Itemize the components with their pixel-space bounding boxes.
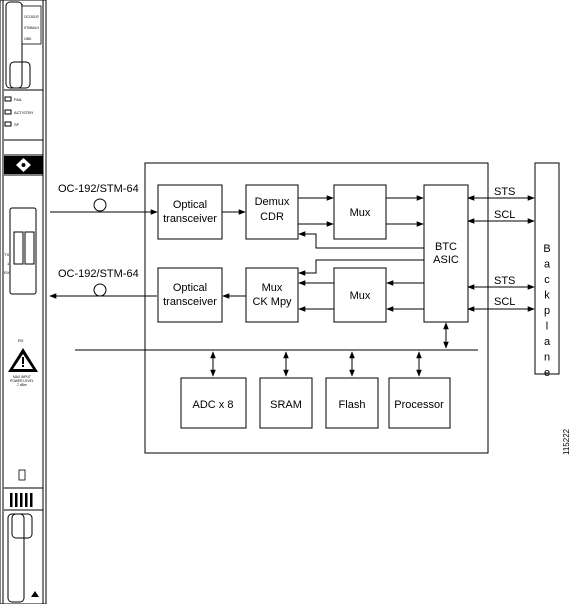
adc-label: ADC x 8 <box>193 399 234 411</box>
optical-tx-label-1: Optical <box>173 282 207 294</box>
adc-block <box>180 377 247 429</box>
flash-label: Flash <box>339 399 366 411</box>
optical-transceiver-rx-block <box>157 184 223 240</box>
mux-bottom-label: Mux <box>350 290 371 302</box>
bus-label-sts-1: STS <box>494 186 515 198</box>
mux-bottom-block <box>333 267 387 323</box>
processor-block <box>388 377 451 429</box>
led-actstby-label: ACT/STBY <box>14 110 34 115</box>
backplane-block <box>534 162 560 375</box>
fiber-loop-in-icon <box>93 198 107 212</box>
vent-slots <box>10 493 33 507</box>
optical-rx-label-2: transceiver <box>163 213 217 225</box>
warning-line-2: POWER LEVEL <box>10 379 34 383</box>
bus-label-scl-2: SCL <box>494 296 515 308</box>
card-label-2: STM64LH <box>24 26 39 30</box>
flash-block <box>325 377 379 429</box>
bus-label-scl-1: SCL <box>494 209 515 221</box>
bus-label-sts-2: STS <box>494 275 515 287</box>
optical-transceiver-tx-block <box>157 267 223 323</box>
input-label-top: OC-192/STM-64 <box>58 183 139 195</box>
laser-diamond-icon <box>4 156 43 174</box>
mux-top-block <box>333 184 387 240</box>
line-card-faceplate <box>0 0 47 604</box>
port-label-1: 1 <box>7 261 10 266</box>
demux-label-1: Demux <box>255 196 290 208</box>
demux-label-2: CDR <box>260 211 284 223</box>
warning-line-1: MAX INPUT <box>13 375 31 379</box>
led-sf-label: SF <box>14 122 20 127</box>
sram-label: SRAM <box>270 399 302 411</box>
mux-ck-label-1: Mux <box>262 282 283 294</box>
processor-label: Processor <box>394 399 444 411</box>
card-label-3: 1550 <box>24 37 32 41</box>
card-label-1: OC192LR <box>24 15 39 19</box>
rx-label: RX <box>18 338 24 343</box>
figure-id: 115222 <box>562 428 571 455</box>
arrow-up-icon <box>31 591 39 597</box>
signal-arrows <box>49 195 535 377</box>
optical-tx-label-2: transceiver <box>163 296 217 308</box>
btc-label-2: ASIC <box>433 254 459 266</box>
mux-ck-mpy-block <box>245 267 299 323</box>
fiber-loop-out-icon <box>93 283 107 297</box>
demux-cdr-block <box>245 184 299 240</box>
optical-rx-label-1: Optical <box>173 199 207 211</box>
btc-asic-block <box>423 184 469 323</box>
mux-ck-label-2: CK Mpy <box>252 296 292 308</box>
port-label-tx: TX <box>4 252 9 257</box>
mux-top-label: Mux <box>350 207 371 219</box>
input-label-bottom: OC-192/STM-64 <box>58 268 139 280</box>
led-fail-label: FAIL <box>14 97 23 102</box>
warning-triangle-icon <box>8 348 38 372</box>
handle-icon <box>18 469 26 481</box>
btc-label-1: BTC <box>435 241 457 253</box>
warning-line-3: -7 dBm <box>16 383 27 387</box>
port-label-rx: RX <box>4 270 10 275</box>
sram-block <box>259 377 313 429</box>
